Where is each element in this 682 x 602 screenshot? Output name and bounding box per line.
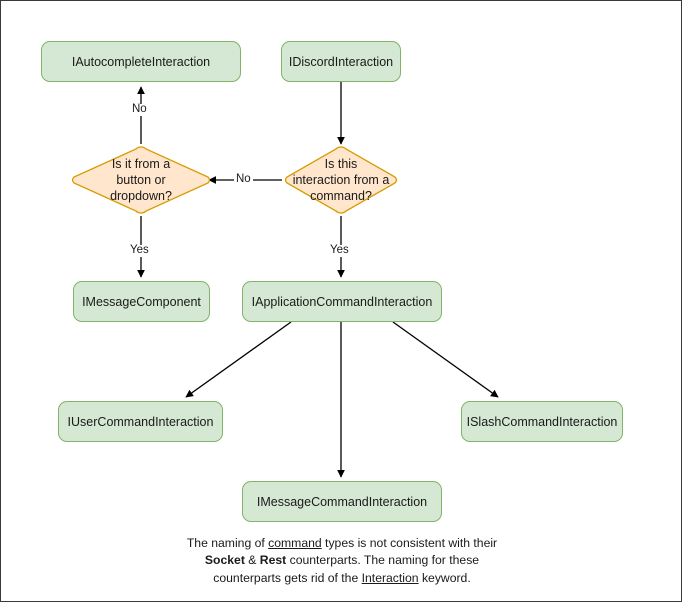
caption-text: & bbox=[244, 553, 260, 568]
node-label: IAutocompleteInteraction bbox=[71, 54, 211, 69]
caption-underline-command: command bbox=[268, 536, 322, 550]
caption-bold-socket: Socket bbox=[204, 553, 245, 568]
caption-text: counterparts. The naming for these bbox=[286, 553, 480, 568]
edge-label-yes-right: Yes bbox=[328, 244, 351, 257]
edge-app-to-user-command bbox=[185, 321, 292, 398]
node-application-command-interaction[interactable]: IApplicationCommandInteraction bbox=[242, 281, 442, 322]
diagram-caption: The naming of command types is not consi… bbox=[92, 535, 592, 587]
node-label: IApplicationCommandInteraction bbox=[251, 294, 433, 309]
node-label: IMessageCommandInteraction bbox=[256, 494, 428, 509]
edge-label-no-left: No bbox=[234, 173, 253, 186]
node-label: Is it from a button or dropdown? bbox=[110, 156, 172, 204]
node-decision-button-or-dropdown[interactable]: Is it from a button or dropdown? bbox=[69, 144, 213, 216]
edge-app-to-slash-command bbox=[392, 321, 499, 398]
edge-label-yes-left: Yes bbox=[128, 244, 151, 257]
node-discord-interaction[interactable]: IDiscordInteraction bbox=[281, 41, 401, 82]
node-user-command-interaction[interactable]: IUserCommandInteraction bbox=[58, 401, 223, 442]
caption-text: keyword. bbox=[418, 570, 471, 585]
node-label: IDiscordInteraction bbox=[288, 54, 394, 69]
edge-label-no-up: No bbox=[130, 103, 149, 116]
caption-line-1: The naming of command types is not consi… bbox=[92, 535, 592, 552]
caption-line-3: counterparts gets rid of the Interaction… bbox=[92, 570, 592, 587]
caption-text: The naming of bbox=[186, 536, 269, 550]
diamond-shape bbox=[71, 146, 211, 214]
node-label: IUserCommandInteraction bbox=[67, 414, 214, 429]
node-message-component[interactable]: IMessageComponent bbox=[73, 281, 210, 322]
caption-text: counterparts gets rid of the bbox=[213, 570, 362, 585]
node-message-command-interaction[interactable]: IMessageCommandInteraction bbox=[242, 481, 442, 522]
node-label: ISlashCommandInteraction bbox=[466, 414, 618, 429]
node-slash-command-interaction[interactable]: ISlashCommandInteraction bbox=[461, 401, 623, 442]
node-label: Is this interaction from a command? bbox=[292, 156, 390, 204]
caption-bold-rest: Rest bbox=[259, 553, 287, 568]
caption-text: types is not consistent with their bbox=[321, 536, 498, 550]
caption-line-2: Socket & Rest counterparts. The naming f… bbox=[92, 552, 592, 569]
node-autocomplete-interaction[interactable]: IAutocompleteInteraction bbox=[41, 41, 241, 82]
caption-underline-interaction: Interaction bbox=[361, 570, 419, 585]
diamond-shape bbox=[284, 146, 398, 214]
node-label: IMessageComponent bbox=[82, 294, 201, 309]
node-decision-from-command[interactable]: Is this interaction from a command? bbox=[282, 144, 400, 216]
